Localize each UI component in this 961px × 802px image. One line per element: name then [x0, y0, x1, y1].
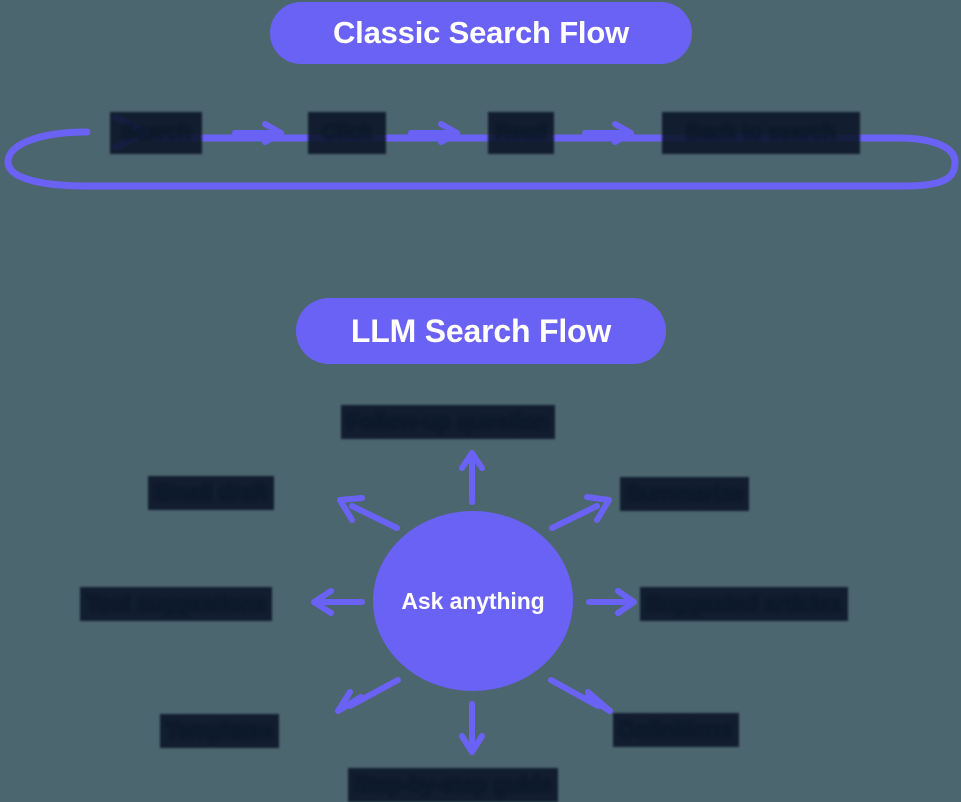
spoke-arrow-southwest [335, 677, 401, 714]
spoke-arrow-east [586, 588, 637, 616]
spoke-label-definitions: Definitions [613, 713, 739, 747]
spoke-arrow-north [459, 450, 485, 505]
spoke-arrow-northeast [549, 494, 612, 531]
spoke-arrow-south [459, 701, 485, 755]
spoke-label-summarize: Summarize [620, 477, 750, 511]
hub-ask-anything[interactable]: Ask anything [373, 511, 573, 691]
spoke-label-suggested-articles: Suggested articles [640, 587, 848, 621]
flow-step-search: Search [110, 112, 202, 154]
spoke-label-email-draft: Email draft [148, 476, 274, 510]
arrow-right-icon [582, 121, 634, 145]
flow-step-back-to-search: Back to search [662, 112, 860, 154]
spoke-label-templates: Templates [160, 714, 280, 748]
hub-label: Ask anything [401, 587, 545, 614]
flow-step-click: Click [308, 112, 386, 154]
classic-flow-heading: Classic Search Flow [270, 2, 692, 64]
spoke-label-tool-suggestions: Tool suggestions [80, 587, 273, 621]
classic-flow-steps: Search Click Read Back to search [0, 112, 961, 154]
spoke-arrow-west [311, 588, 365, 616]
spoke-arrow-northwest [337, 495, 400, 531]
arrow-right-icon [232, 121, 284, 145]
spoke-label-follow-up-question: Follow-up question [341, 405, 555, 439]
llm-flow-heading: LLM Search Flow [296, 298, 666, 364]
spoke-arrow-southeast [548, 677, 613, 714]
arrow-right-icon [408, 121, 460, 145]
flow-step-read: Read [488, 112, 554, 154]
spoke-label-step-by-step-guide: Step-by-step guide [348, 768, 559, 802]
